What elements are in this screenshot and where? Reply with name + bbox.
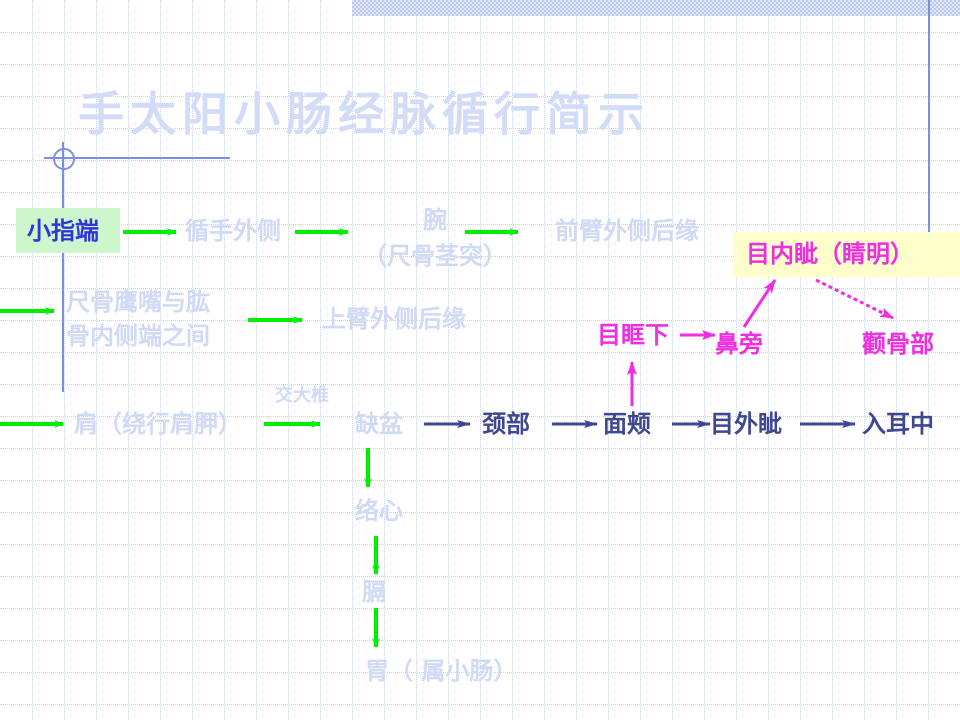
grid-line-horizontal bbox=[0, 32, 960, 33]
node-outer-canthus: 目外眦 bbox=[710, 410, 782, 438]
grid-line-horizontal bbox=[0, 544, 960, 545]
decorative-vertical-line-left bbox=[62, 142, 64, 392]
decorative-vertical-line-right bbox=[928, 0, 930, 232]
node-along-hand-lateral: 循手外侧 bbox=[185, 217, 281, 245]
grid-line-vertical bbox=[800, 0, 801, 720]
grid-line-horizontal bbox=[0, 320, 960, 321]
node-beside-nose: 鼻旁 bbox=[715, 330, 763, 358]
node-shoulder: 肩（绕行肩胛） bbox=[74, 410, 242, 438]
grid-line-vertical bbox=[736, 0, 737, 720]
node-inner-canthus-jingming: 目内眦（睛明） bbox=[746, 240, 914, 268]
node-little-finger-tip: 小指端 bbox=[27, 217, 99, 245]
decorative-pattern-band bbox=[352, 0, 960, 16]
grid-line-horizontal bbox=[0, 160, 960, 161]
grid-line-horizontal bbox=[0, 640, 960, 641]
node-cheek: 面颊 bbox=[603, 410, 651, 438]
grid-line-horizontal bbox=[0, 512, 960, 513]
grid-line-vertical bbox=[704, 0, 705, 720]
grid-line-horizontal bbox=[0, 192, 960, 193]
node-forearm-posterior-edge: 前臂外侧后缘 bbox=[555, 217, 699, 245]
node-enter-ear: 入耳中 bbox=[862, 410, 934, 438]
grid-line-horizontal bbox=[0, 64, 960, 65]
grid-line-vertical bbox=[896, 0, 897, 720]
node-diaphragm: 膈 bbox=[362, 578, 386, 606]
node-olecranon-line1: 尺骨鹰嘴与肱 bbox=[66, 288, 210, 316]
node-wrist: 腕 bbox=[423, 206, 447, 234]
grid-line-horizontal bbox=[0, 480, 960, 481]
node-infraorbital: 目眶下 bbox=[597, 321, 669, 349]
node-upper-arm-posterior-edge: 上臂外侧后缘 bbox=[322, 305, 466, 333]
grid-line-horizontal bbox=[0, 384, 960, 385]
node-stomach-small-intestine: 胃（ 属小肠） bbox=[365, 657, 518, 685]
annotation-dazhui: 交大椎 bbox=[275, 385, 329, 406]
end-node-box bbox=[734, 232, 960, 277]
node-olecranon-line2: 骨内侧端之间 bbox=[66, 322, 210, 350]
grid-line-horizontal bbox=[0, 352, 960, 353]
grid-line-horizontal bbox=[0, 608, 960, 609]
grid-line-horizontal bbox=[0, 704, 960, 705]
grid-line-horizontal bbox=[0, 448, 960, 449]
page-title: 手太阳小肠经脉循行简示 bbox=[78, 87, 650, 141]
node-neck: 颈部 bbox=[482, 410, 530, 438]
node-connect-heart: 络心 bbox=[355, 497, 403, 525]
grid-line-vertical bbox=[832, 0, 833, 720]
node-wrist-detail: （尺骨茎突） bbox=[363, 242, 507, 270]
decorative-horizontal-line bbox=[44, 157, 230, 159]
grid-line-vertical bbox=[32, 0, 33, 720]
grid-line-vertical bbox=[672, 0, 673, 720]
node-zygomatic: 颧骨部 bbox=[862, 330, 934, 358]
grid-line-vertical bbox=[64, 0, 65, 720]
grid-line-horizontal bbox=[0, 576, 960, 577]
start-node-box bbox=[16, 208, 120, 253]
grid-line-vertical bbox=[768, 0, 769, 720]
grid-line-vertical bbox=[864, 0, 865, 720]
crosshair-circle-icon bbox=[53, 148, 75, 170]
node-supraclavicular-fossa: 缺盆 bbox=[355, 410, 403, 438]
